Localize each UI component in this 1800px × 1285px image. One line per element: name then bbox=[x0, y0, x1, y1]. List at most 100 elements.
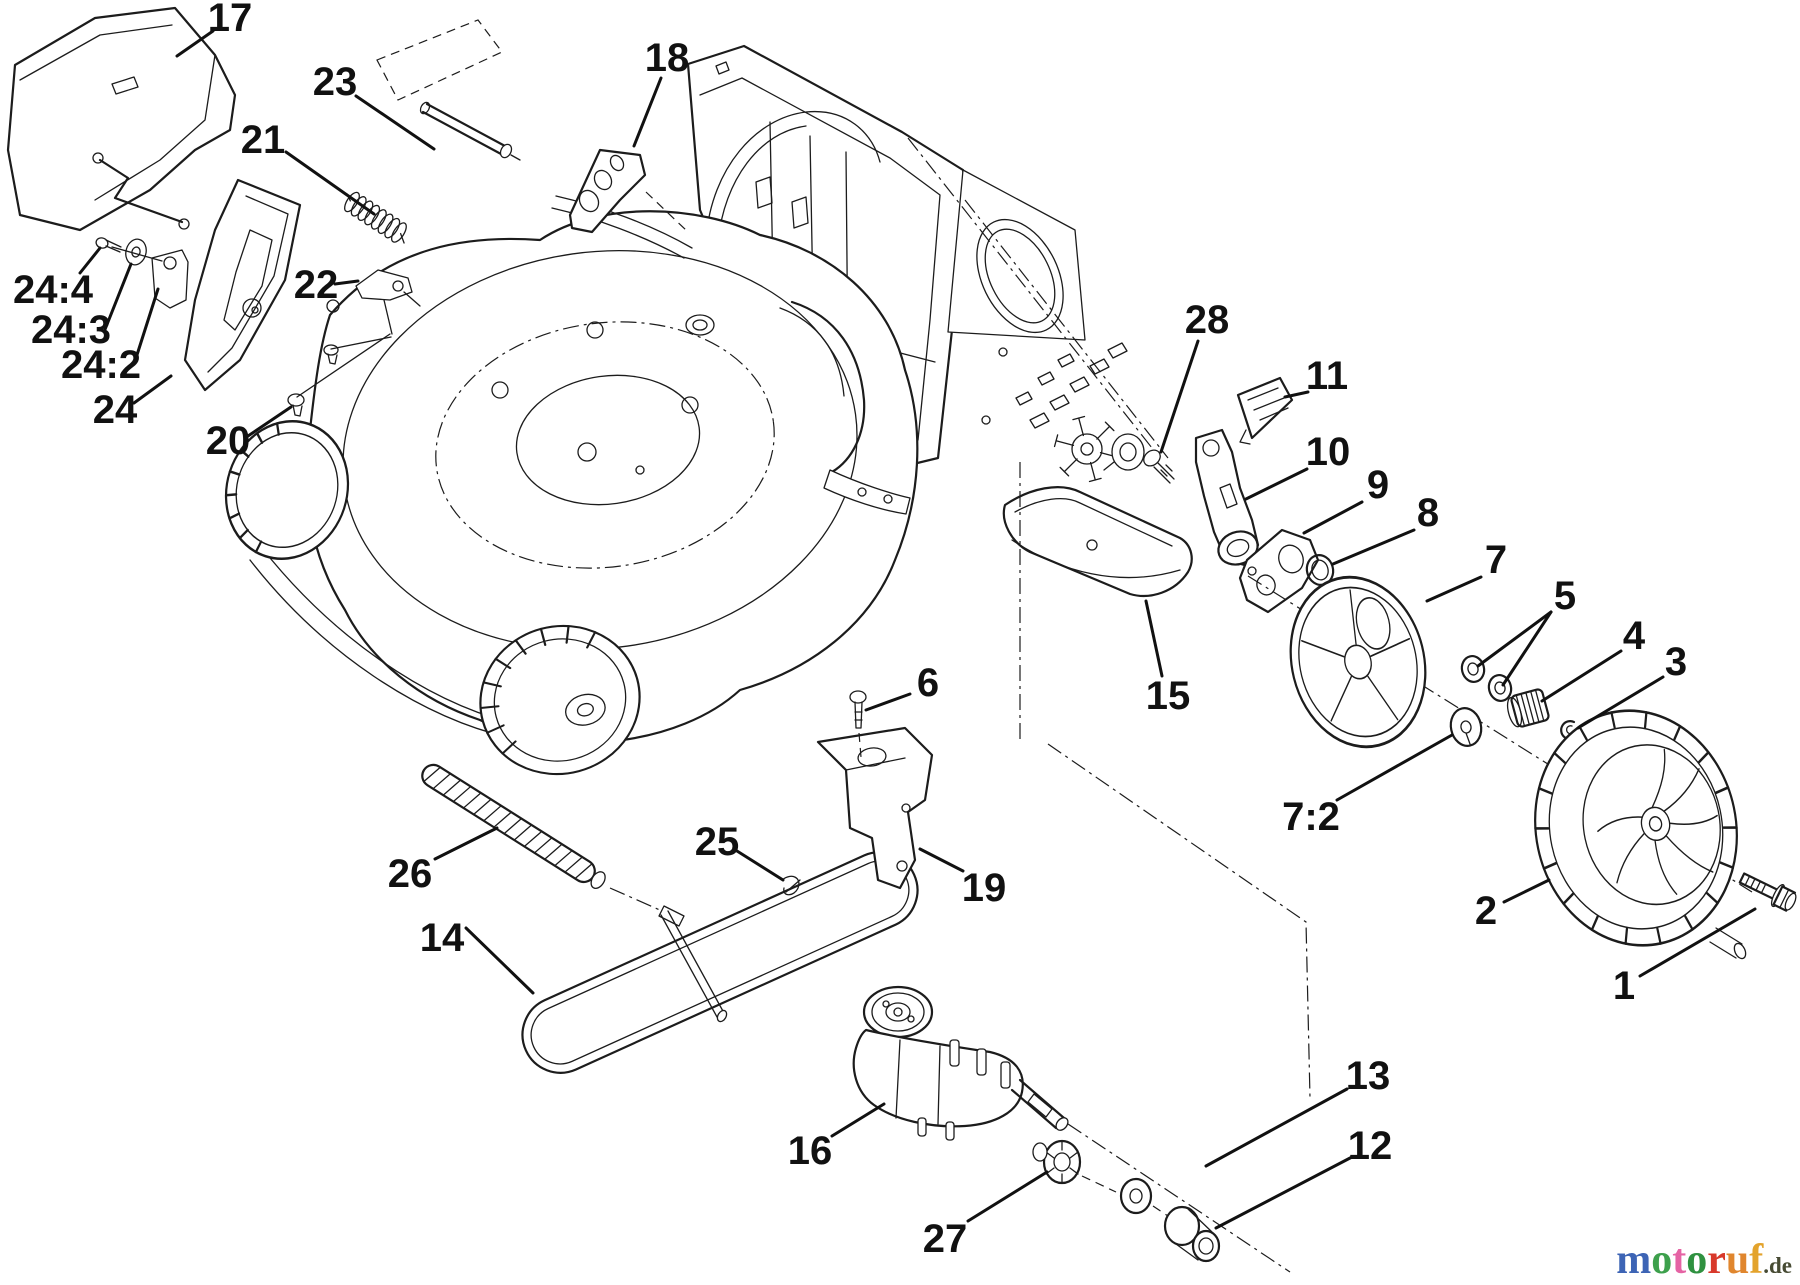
callout-label: 10 bbox=[1306, 430, 1351, 474]
part-pinion-27 bbox=[1032, 1139, 1117, 1193]
callout-leader-line bbox=[1576, 675, 1665, 730]
part-front-center-wheel bbox=[479, 624, 641, 776]
callout-label: 27 bbox=[923, 1217, 968, 1261]
callout-label: 23 bbox=[313, 60, 358, 104]
part-rear-wheel bbox=[1534, 709, 1738, 947]
callout-2: 2 bbox=[1475, 878, 1551, 933]
callout-label: 5 bbox=[1554, 574, 1576, 618]
callout-leader-line bbox=[433, 826, 499, 861]
part-cam-bearing bbox=[1103, 433, 1145, 471]
part-fastener-24-group bbox=[95, 237, 189, 309]
callout-7: 7 bbox=[1425, 538, 1507, 603]
callout-4: 4 bbox=[1540, 614, 1646, 703]
part-wheel-bolt bbox=[1738, 872, 1797, 912]
callout-leader-line bbox=[134, 287, 160, 360]
logo-letter: t bbox=[1672, 1237, 1687, 1283]
callout-label: 7 bbox=[1485, 538, 1507, 582]
callout-15: 15 bbox=[1144, 599, 1191, 718]
callout-21: 21 bbox=[241, 118, 376, 216]
part-ratchet-11 bbox=[1236, 376, 1294, 445]
callout-leader-line bbox=[1204, 1087, 1349, 1168]
part-door-spring bbox=[344, 191, 407, 244]
callout-leader-line bbox=[1159, 339, 1200, 454]
callout-label: 1 bbox=[1613, 964, 1635, 1008]
part-side-door bbox=[183, 178, 302, 392]
callout-leader-line bbox=[464, 926, 535, 995]
part-idler-bracket bbox=[816, 726, 934, 890]
callout-label: 24:2 bbox=[61, 343, 141, 387]
callout-label: 11 bbox=[1306, 354, 1348, 398]
part-rod-23 bbox=[376, 19, 521, 161]
callout-leader-line bbox=[1144, 599, 1164, 678]
callout-leader-line bbox=[102, 262, 133, 334]
callout-leader-line bbox=[78, 246, 102, 275]
callout-label: 25 bbox=[695, 820, 740, 864]
part-axle-plate bbox=[1238, 528, 1320, 614]
callout-17: 17 bbox=[175, 0, 253, 58]
callout-leader-line bbox=[864, 692, 912, 712]
part-gearbox bbox=[852, 985, 1069, 1141]
callout-3: 3 bbox=[1576, 640, 1687, 730]
callout-leader-line bbox=[246, 405, 293, 438]
logo-letter: m bbox=[1616, 1237, 1652, 1283]
logo-letter: o bbox=[1686, 1237, 1708, 1283]
callout-5: 5 bbox=[1476, 574, 1576, 687]
callout-label: 28 bbox=[1185, 298, 1230, 342]
callout-label: 21 bbox=[241, 118, 286, 162]
callout-7-2: 7:2 bbox=[1282, 733, 1454, 839]
callout-label: 18 bbox=[645, 36, 690, 80]
callout-leader-line bbox=[1502, 878, 1551, 904]
callout-label: 15 bbox=[1146, 674, 1191, 718]
callout-19: 19 bbox=[918, 847, 1007, 910]
callout-25: 25 bbox=[695, 820, 785, 882]
callout-leader-line bbox=[1476, 610, 1553, 668]
callout-label: 2 bbox=[1475, 889, 1497, 933]
callout-label: 7:2 bbox=[1282, 795, 1340, 839]
callout-6: 6 bbox=[864, 661, 939, 712]
callout-label: 19 bbox=[962, 866, 1007, 910]
callout-23: 23 bbox=[313, 60, 436, 151]
callout-label: 16 bbox=[788, 1129, 833, 1173]
logo-suffix: .de bbox=[1763, 1253, 1792, 1278]
callout-leader-line bbox=[1331, 528, 1416, 566]
callout-1: 1 bbox=[1613, 907, 1757, 1008]
callout-label: 26 bbox=[388, 852, 433, 896]
callout-label: 6 bbox=[917, 661, 939, 705]
callout-11: 11 bbox=[1283, 354, 1348, 399]
callout-8: 8 bbox=[1331, 491, 1439, 566]
callout-leader-line bbox=[284, 150, 376, 216]
part-bushing-12 bbox=[1163, 1205, 1221, 1263]
callout-20: 20 bbox=[206, 405, 293, 463]
part-latch-bracket bbox=[355, 269, 421, 335]
part-height-lever bbox=[1194, 428, 1260, 568]
callout-leader-line bbox=[1283, 390, 1310, 399]
callout-leader-line bbox=[1244, 467, 1309, 501]
callout-26: 26 bbox=[388, 826, 499, 896]
callout-leader-line bbox=[1214, 1155, 1354, 1230]
callout-leader-line bbox=[735, 849, 785, 882]
part-cotter-pin bbox=[781, 875, 801, 896]
part-front-left-wheel bbox=[224, 419, 350, 561]
callout-leader-line bbox=[333, 279, 360, 286]
callout-12: 12 bbox=[1214, 1124, 1392, 1230]
callout-label: 24:3 bbox=[31, 308, 111, 352]
callout-label: 4 bbox=[1623, 614, 1646, 658]
callout-14: 14 bbox=[420, 916, 535, 995]
callout-label: 8 bbox=[1417, 491, 1439, 535]
callout-label: 3 bbox=[1665, 640, 1687, 684]
callout-24-3: 24:3 bbox=[31, 262, 133, 352]
part-screws-20 bbox=[287, 333, 392, 417]
callout-label: 14 bbox=[420, 916, 465, 960]
callout-leader-line bbox=[830, 1102, 886, 1138]
logo-letter: r bbox=[1707, 1237, 1726, 1283]
callout-18: 18 bbox=[632, 36, 690, 148]
callout-label: 20 bbox=[206, 419, 251, 463]
part-impeller bbox=[1053, 415, 1121, 483]
callout-leader-line bbox=[1425, 575, 1483, 603]
callout-label: 24 bbox=[93, 388, 138, 432]
part-washer-13 bbox=[1119, 1177, 1169, 1217]
callout-leader-line bbox=[1335, 733, 1454, 802]
callout-label: 17 bbox=[208, 0, 253, 40]
